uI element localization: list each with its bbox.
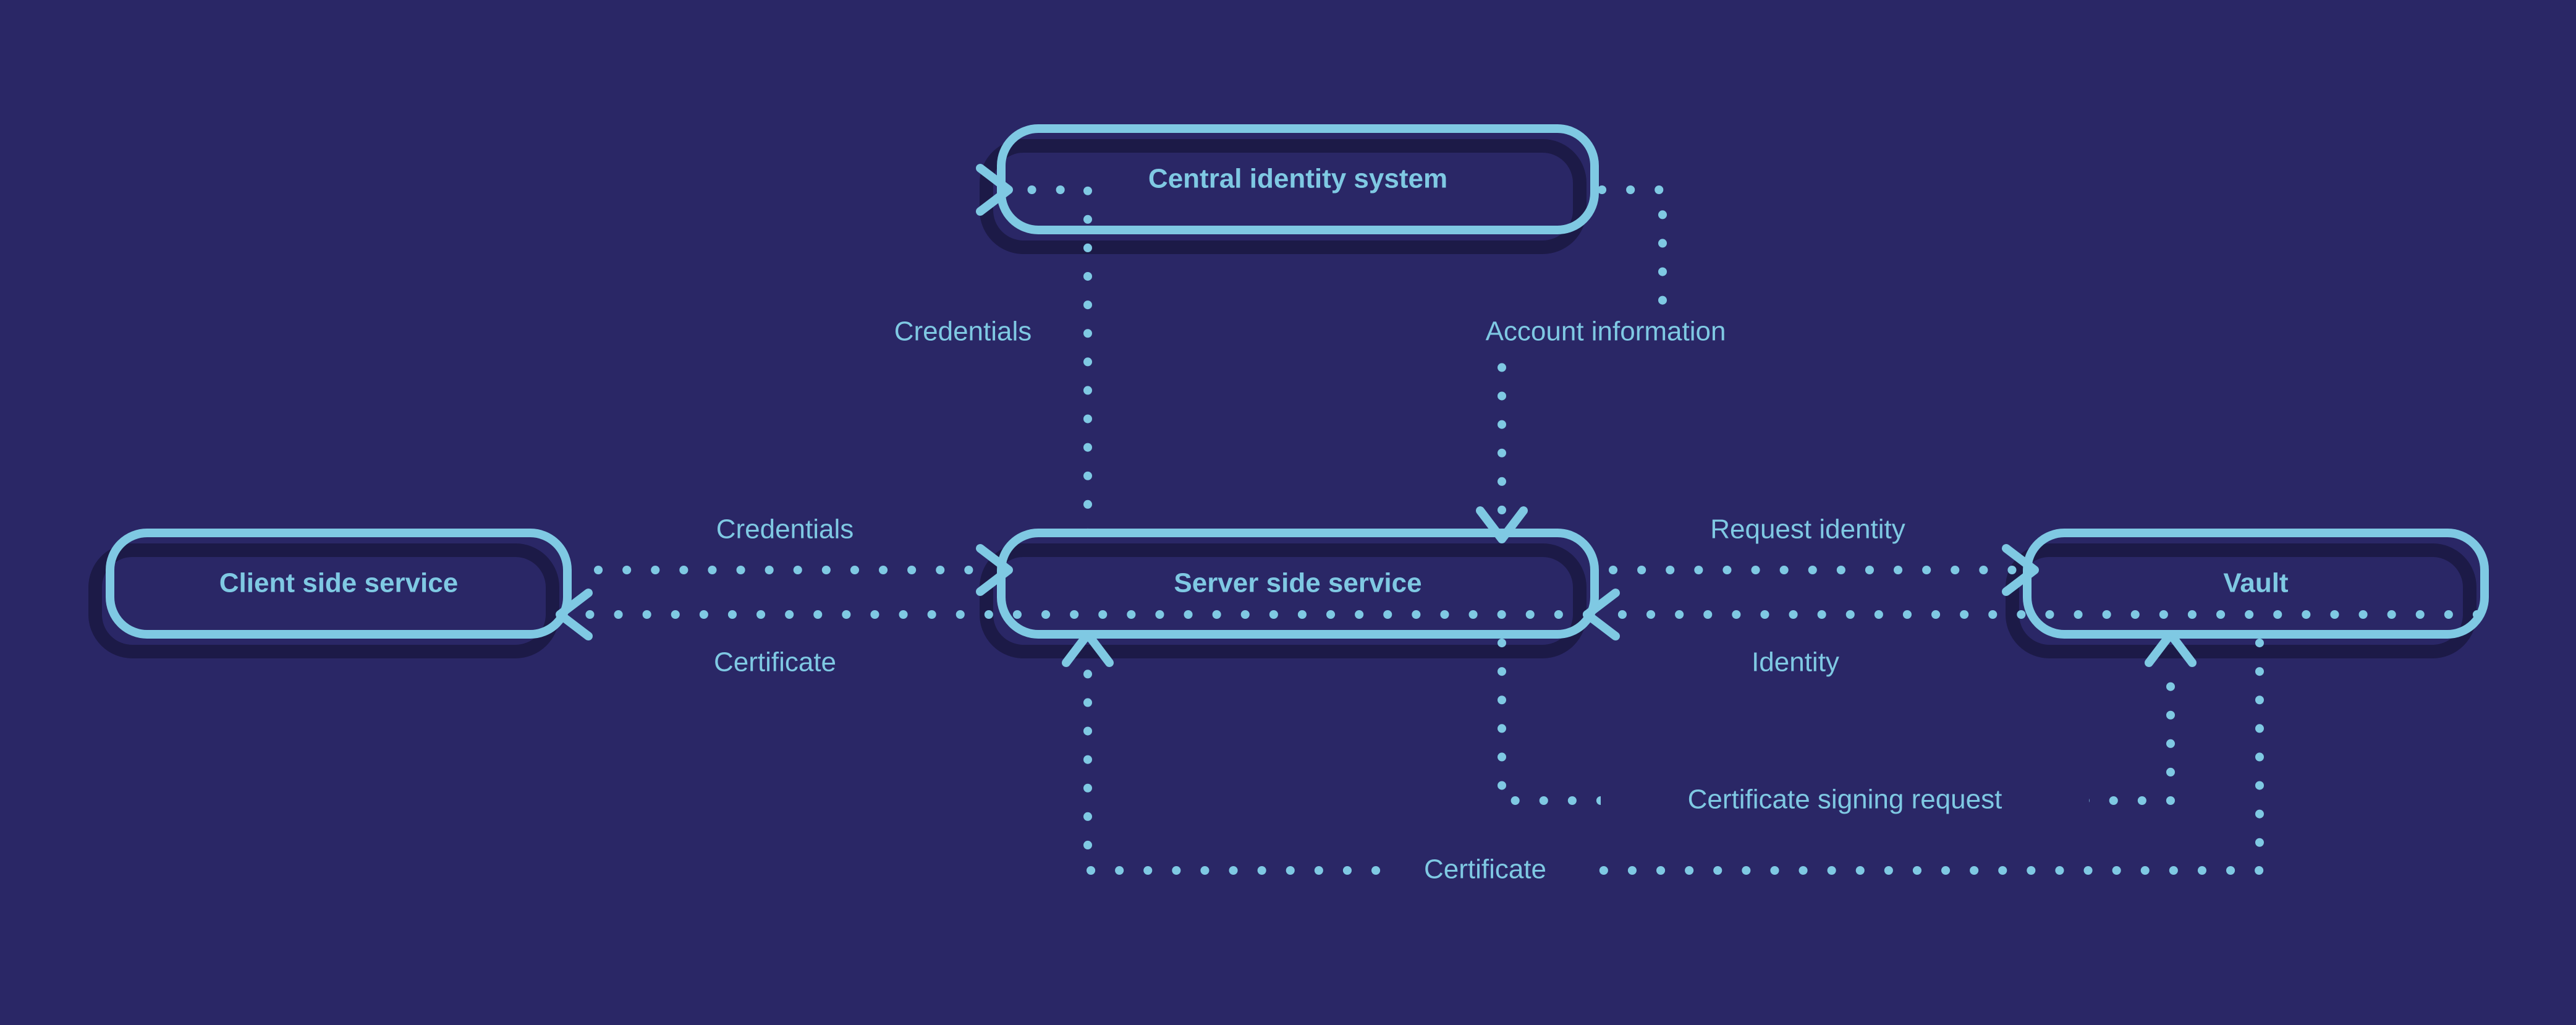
shadow-server bbox=[980, 543, 1587, 658]
edge-label-certificate-bottom: Certificate bbox=[1424, 854, 1546, 885]
halo-account-info bbox=[1421, 312, 1792, 354]
halo-request-identity bbox=[1656, 510, 1959, 552]
edge-certificate-bottom-path bbox=[1083, 639, 2264, 875]
arrowhead-account-information bbox=[1476, 506, 1528, 543]
edge-label-certificate-left: Certificate bbox=[714, 647, 836, 678]
halo-csr bbox=[1601, 780, 2089, 822]
halo-credentials-up bbox=[852, 312, 1074, 354]
node-box-server-side-service[interactable] bbox=[997, 529, 1599, 639]
node-box-client-side-service[interactable] bbox=[106, 529, 572, 639]
shadow-client bbox=[88, 543, 559, 658]
edge-account-information-path bbox=[1498, 185, 1667, 529]
node-box-central-identity-system[interactable] bbox=[997, 124, 1599, 234]
shadow-central bbox=[980, 139, 1587, 254]
halo-certificate-mid bbox=[674, 643, 878, 685]
edge-label-account-information: Account information bbox=[1486, 317, 1726, 347]
edge-label-credentials-up: Credentials bbox=[894, 317, 1032, 347]
node-boxes bbox=[106, 124, 2489, 639]
label-halos bbox=[674, 312, 2089, 892]
arrowhead-request-identity bbox=[2002, 544, 2039, 596]
shadow-vault bbox=[2006, 543, 2476, 658]
edge-label-credentials: Credentials bbox=[716, 514, 854, 545]
arrowhead-credentials bbox=[976, 544, 1013, 596]
edge-label-certificate-signing-request: Certificate signing request bbox=[1688, 785, 2002, 815]
node-shadows bbox=[88, 139, 2476, 658]
node-label-server-side-service: Server side service bbox=[1174, 568, 1421, 598]
halo-certificate-bot bbox=[1384, 850, 1588, 892]
node-label-vault: Vault bbox=[2223, 568, 2288, 598]
edge-label-request-identity: Request identity bbox=[1710, 514, 1905, 545]
edge-paths bbox=[570, 185, 2481, 875]
arrowhead-credentials-up bbox=[976, 164, 1013, 216]
edge-label-identity: Identity bbox=[1752, 647, 1839, 678]
node-label-client-side-service: Client side service bbox=[219, 568, 458, 598]
halo-identity bbox=[1718, 643, 1891, 685]
halo-credentials-mid bbox=[674, 510, 896, 552]
node-box-vault[interactable] bbox=[2023, 529, 2489, 639]
node-label-central-identity-system: Central identity system bbox=[1148, 164, 1447, 194]
edge-credentials-up-path bbox=[989, 185, 1092, 537]
